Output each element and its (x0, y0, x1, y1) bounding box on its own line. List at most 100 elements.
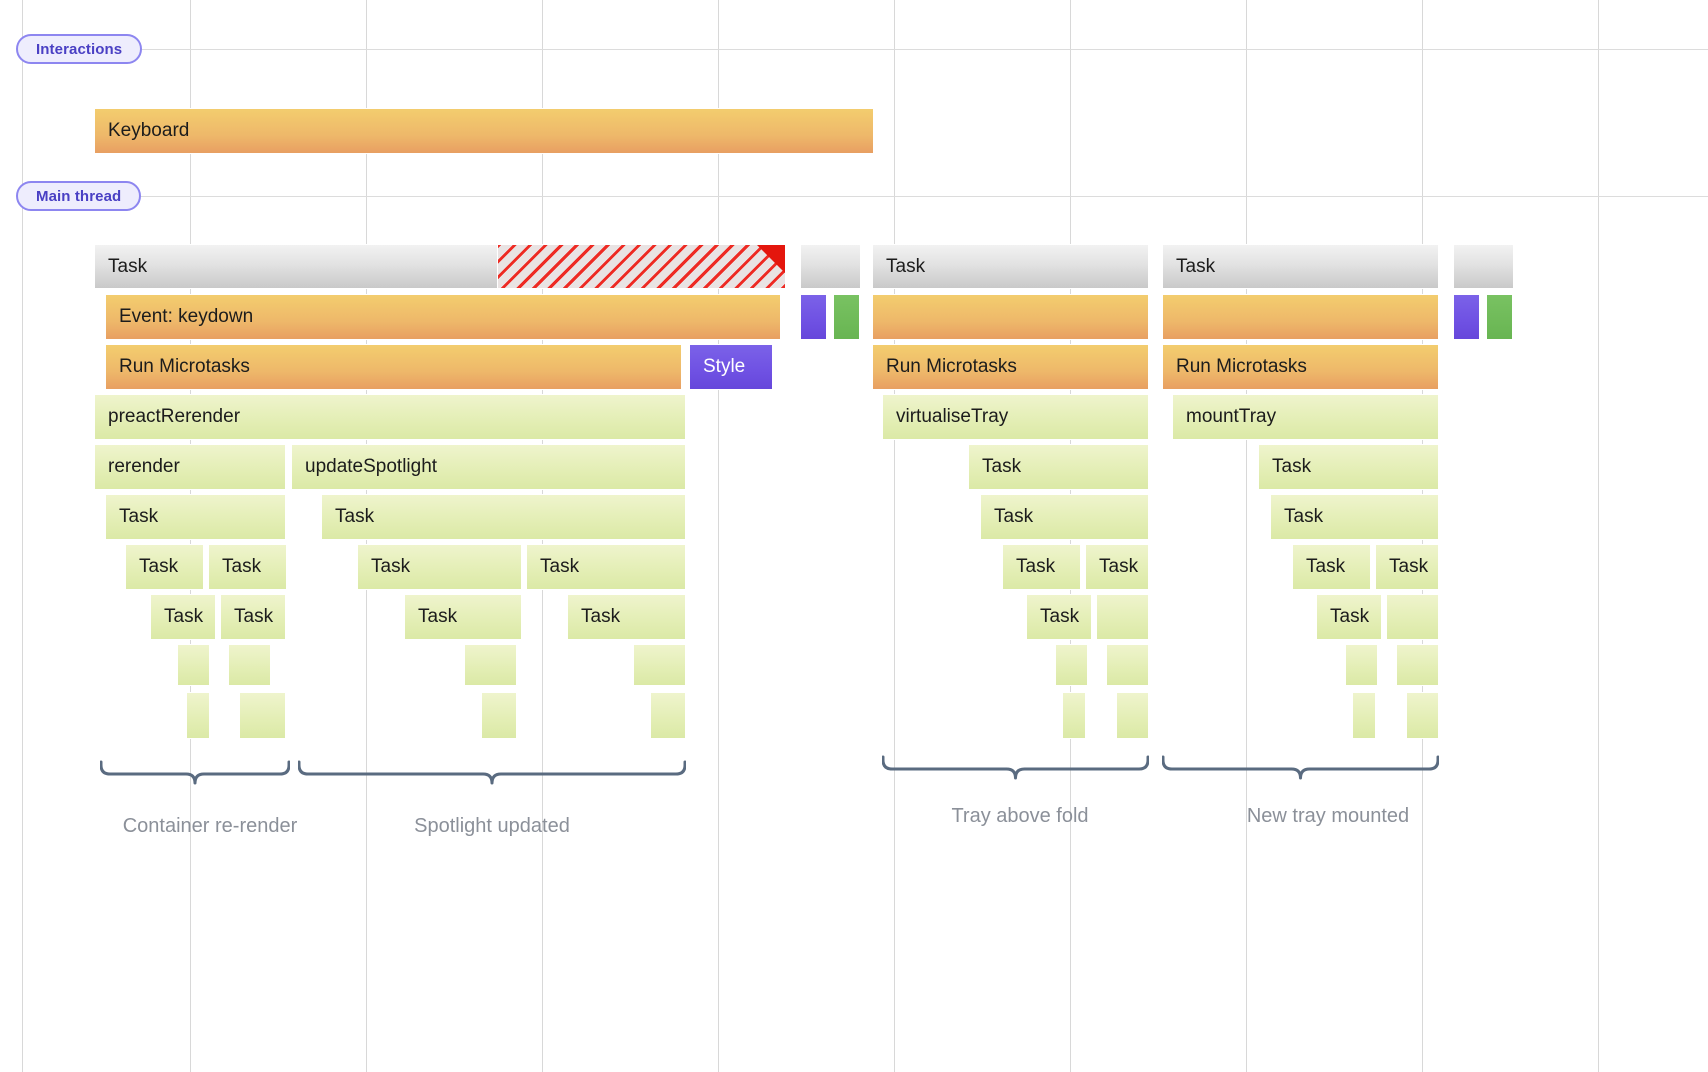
task-l4-right-1-label: Task (1016, 556, 1056, 577)
task-l5-right-3-label: Task (1330, 606, 1370, 627)
rerender-bar[interactable]: rerender (94, 444, 286, 490)
event-keydown-bar[interactable]: Event: keydown (105, 294, 781, 340)
task-l5-right-4[interactable] (1386, 594, 1439, 640)
task-l4-right-4[interactable]: Task (1375, 544, 1439, 590)
task-l5-left-1[interactable]: Task (150, 594, 216, 640)
task-l5-right-2[interactable] (1096, 594, 1149, 640)
task-l4-right-4-label: Task (1389, 556, 1429, 577)
task-l6-right-3[interactable] (1345, 644, 1378, 686)
task-l4-right-2[interactable]: Task (1085, 544, 1149, 590)
task-l5-mid-2-label: Task (581, 606, 621, 627)
task-l5-right-1[interactable]: Task (1026, 594, 1092, 640)
task-l4-left-1[interactable]: Task (125, 544, 204, 590)
task-bar-1-label: Task (108, 255, 148, 277)
event-bar-3[interactable] (1162, 294, 1439, 340)
track-rule-interactions (22, 49, 1708, 50)
long-task-warning-triangle-icon (757, 245, 785, 273)
rerender-bar-label: rerender (108, 456, 180, 477)
task-l4-mid-1[interactable]: Task (357, 544, 522, 590)
task-l4-left-2[interactable]: Task (208, 544, 287, 590)
task-l6-right-4[interactable] (1396, 644, 1439, 686)
event-bar-2[interactable] (872, 294, 1149, 340)
task-l3-right-2[interactable]: Task (1270, 494, 1439, 540)
task-l6-mid-2[interactable] (633, 644, 686, 686)
update-spotlight-bar[interactable]: updateSpotlight (291, 444, 686, 490)
annotation-new-tray-mounted-caption: New tray mounted (1246, 805, 1410, 827)
task-l7-right-4[interactable] (1406, 692, 1439, 739)
long-task-warning[interactable] (497, 244, 786, 289)
task-stub-1[interactable] (800, 244, 861, 289)
task-l6-mid-1[interactable] (464, 644, 517, 686)
task-l2-right-1-label: Task (982, 456, 1022, 477)
task-l2-right-1[interactable]: Task (968, 444, 1149, 490)
task-l6-left-2[interactable] (228, 644, 271, 686)
annotation-spotlight-updated-caption: Spotlight updated (414, 815, 570, 837)
task-l3-right-2-label: Task (1284, 506, 1324, 527)
mount-tray-bar[interactable]: mountTray (1172, 394, 1439, 440)
task-l5-left-2-label: Task (234, 606, 274, 627)
style-bar-label: Style (703, 356, 746, 377)
task-l5-left-1-label: Task (164, 606, 204, 627)
task-l4-mid-2[interactable]: Task (526, 544, 686, 590)
style-square-1[interactable] (800, 294, 827, 340)
task-l3-mid-1-label: Task (335, 506, 375, 527)
run-microtasks-bar-2[interactable]: Run Microtasks (872, 344, 1149, 390)
task-l4-mid-1-label: Task (371, 556, 411, 577)
keyboard-interaction[interactable]: Keyboard (94, 108, 874, 154)
task-l6-right-1[interactable] (1055, 644, 1088, 686)
task-l3-mid-1[interactable]: Task (321, 494, 686, 540)
task-l4-left-1-label: Task (139, 556, 179, 577)
task-l7-right-3[interactable] (1352, 692, 1376, 739)
task-l3-left-1[interactable]: Task (105, 494, 286, 540)
preact-rerender-bar-label: preactRerender (108, 406, 241, 427)
virtualise-tray-bar[interactable]: virtualiseTray (882, 394, 1149, 440)
task-bar-2[interactable]: Task (872, 244, 1149, 289)
run-microtasks-bar-1[interactable]: Run Microtasks (105, 344, 682, 390)
run-microtasks-bar-3[interactable]: Run Microtasks (1162, 344, 1439, 390)
task-l3-left-1-label: Task (119, 506, 159, 527)
style-square-2[interactable] (1453, 294, 1480, 340)
track-rule-main-thread (22, 196, 1708, 197)
virtualise-tray-bar-label: virtualiseTray (896, 406, 1009, 427)
preact-rerender-bar[interactable]: preactRerender (94, 394, 686, 440)
task-l3-right-1[interactable]: Task (980, 494, 1149, 540)
task-l7-left-1[interactable] (186, 692, 210, 739)
track-pill-interactions[interactable]: Interactions (16, 34, 143, 64)
run-microtasks-bar-1-label: Run Microtasks (119, 356, 250, 377)
run-microtasks-bar-3-label: Run Microtasks (1176, 356, 1307, 377)
paint-square-1[interactable] (833, 294, 860, 340)
task-bar-3-label: Task (1176, 255, 1216, 277)
task-l6-right-2[interactable] (1106, 644, 1149, 686)
annotation-container-re-render-caption: Container re-render (122, 815, 298, 837)
annotation-new-tray-mounted-brace (1162, 755, 1439, 785)
gridline-0 (22, 0, 23, 1072)
update-spotlight-bar-label: updateSpotlight (305, 456, 438, 477)
task-l7-right-2[interactable] (1116, 692, 1149, 739)
task-l7-right-1[interactable] (1062, 692, 1086, 739)
task-l7-mid-2[interactable] (650, 692, 686, 739)
style-bar[interactable]: Style (689, 344, 773, 390)
task-l4-right-3[interactable]: Task (1292, 544, 1371, 590)
task-stub-2[interactable] (1453, 244, 1514, 289)
task-bar-3[interactable]: Task (1162, 244, 1439, 289)
task-l5-left-2[interactable]: Task (220, 594, 286, 640)
task-l4-right-1[interactable]: Task (1002, 544, 1081, 590)
task-l7-mid-1[interactable] (481, 692, 517, 739)
gridline-5 (894, 0, 895, 1072)
task-l5-mid-1[interactable]: Task (404, 594, 522, 640)
task-l4-mid-2-label: Task (540, 556, 580, 577)
task-l6-left-1[interactable] (177, 644, 210, 686)
task-l7-left-2[interactable] (239, 692, 286, 739)
paint-square-2[interactable] (1486, 294, 1513, 340)
gridline-7 (1246, 0, 1247, 1072)
task-l2-right-2[interactable]: Task (1258, 444, 1439, 490)
track-pill-main-thread[interactable]: Main thread (16, 181, 142, 211)
run-microtasks-bar-2-label: Run Microtasks (886, 356, 1017, 377)
task-l5-right-3[interactable]: Task (1316, 594, 1382, 640)
task-bar-2-label: Task (886, 255, 926, 277)
task-l5-mid-2[interactable]: Task (567, 594, 686, 640)
annotation-container-re-render-brace (100, 760, 290, 790)
gridline-9 (1598, 0, 1599, 1072)
task-l4-left-2-label: Task (222, 556, 262, 577)
